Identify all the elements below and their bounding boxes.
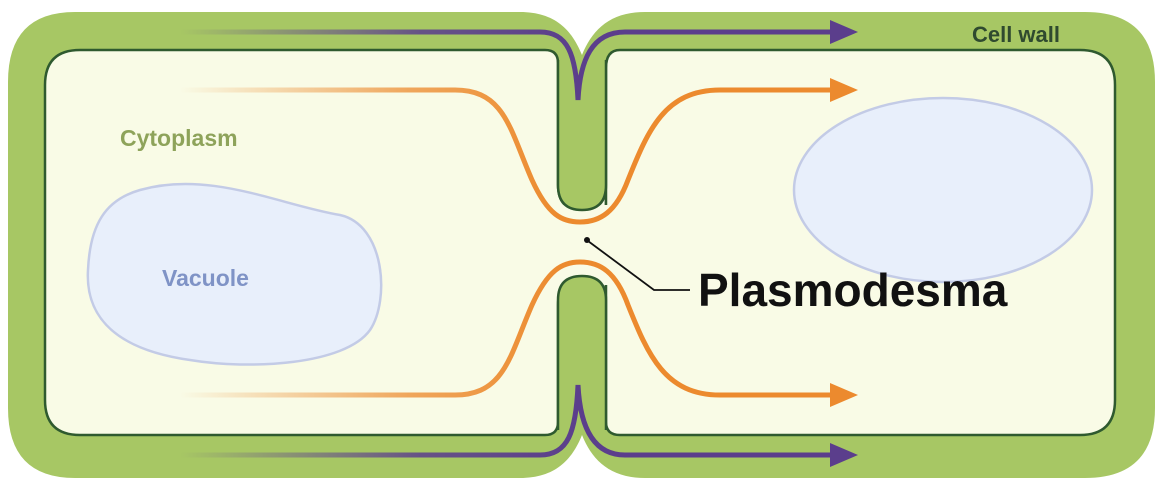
symplast-arrow-top-head	[830, 78, 858, 102]
cell-wall-upper-knob	[556, 60, 608, 212]
apoplast-arrow-top-head	[830, 20, 858, 44]
plasmodesma-label: Plasmodesma	[698, 264, 1008, 316]
right-vacuole	[792, 96, 1094, 284]
apoplast-arrow-bottom	[177, 384, 835, 458]
left-vacuole	[86, 182, 383, 366]
cytoplasm-label: Cytoplasm	[120, 125, 238, 151]
symplast-arrow-bottom-head	[830, 383, 858, 407]
symplast-arrow-top	[177, 87, 835, 225]
cell-wall-label: Cell wall	[972, 22, 1060, 47]
symplast-arrow-bottom	[177, 259, 835, 398]
cell-wall-lower-knob	[556, 274, 608, 430]
plasmodesma-leader-line	[587, 240, 690, 291]
apoplast-arrow-top	[177, 29, 835, 101]
apoplast-arrow-bottom-head	[830, 443, 858, 467]
vacuole-label: Vacuole	[162, 265, 249, 291]
